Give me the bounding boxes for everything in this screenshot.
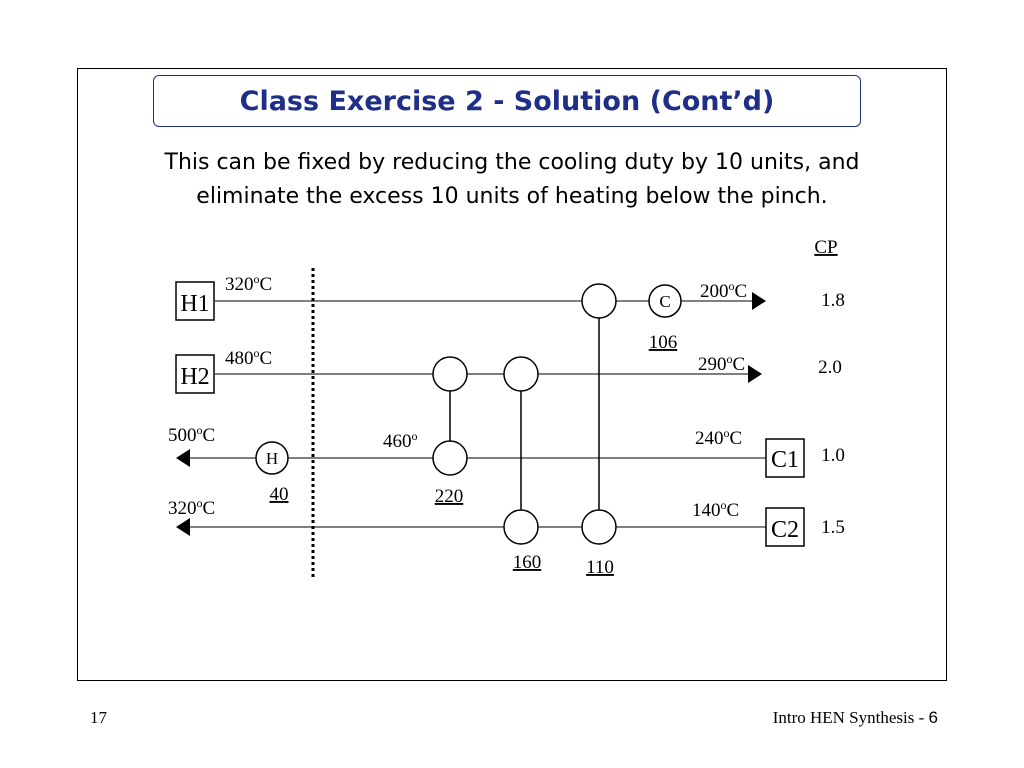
temp-c2-inlet: 140oC	[692, 498, 739, 521]
slide-number: 17	[90, 708, 107, 727]
cp-value-h2: 2.0	[818, 357, 842, 378]
slide-subtitle: This can be fixed by reducing the coolin…	[80, 146, 944, 214]
footer-course-label: Intro HEN Synthesis - 6	[773, 708, 938, 728]
exchanger-duty-110: 110	[586, 557, 614, 578]
exchanger-duty-220: 220	[435, 486, 464, 507]
exchanger-160-hot	[503, 356, 539, 392]
stream-label-c1: C1	[771, 447, 799, 473]
slide-title: Class Exercise 2 - Solution (Cont’d)	[239, 85, 775, 117]
cp-value-c2: 1.5	[821, 517, 845, 538]
cooler-circle	[648, 284, 682, 318]
subtitle-line-1: This can be fixed by reducing the coolin…	[164, 150, 860, 175]
arrow-c2	[176, 518, 190, 536]
stream-label-h1: H1	[180, 291, 209, 317]
stream-label-h2: H2	[180, 364, 209, 390]
temp-c2-outlet: 320oC	[168, 496, 215, 519]
temp-c1-outlet: 500oC	[168, 423, 215, 446]
exchanger-220-hot	[432, 356, 468, 392]
temp-c1-intermediate: 460o	[383, 429, 418, 452]
exchanger-160-cold	[503, 509, 539, 545]
stream-box-h2	[175, 354, 215, 394]
cp-header: CP	[814, 237, 837, 258]
exchanger-duty-160: 160	[513, 552, 542, 573]
temp-h2-outlet: 290oC	[698, 352, 745, 375]
cooler-duty-label: 106	[649, 332, 678, 353]
footer-page-number: 6	[928, 708, 938, 727]
subtitle-line-2: eliminate the excess 10 units of heating…	[196, 184, 828, 209]
heater-duty-label: 40	[270, 484, 289, 505]
exchanger-220-cold	[432, 440, 468, 476]
arrow-h2	[748, 365, 762, 383]
heater-circle	[255, 441, 289, 475]
cp-value-c1: 1.0	[821, 445, 845, 466]
footer-course-text: Intro HEN Synthesis -	[772, 708, 929, 727]
temp-h2-inlet: 480oC	[225, 346, 272, 369]
temp-h1-inlet: 320oC	[225, 272, 272, 295]
heater-symbol: H	[266, 449, 278, 468]
title-box: Class Exercise 2 - Solution (Cont’d)	[153, 75, 861, 127]
temp-c1-inlet: 240oC	[695, 426, 742, 449]
exchanger-110-hot	[581, 283, 617, 319]
arrow-h1	[752, 292, 766, 310]
exchanger-110-cold	[581, 509, 617, 545]
stream-box-c1	[765, 438, 805, 478]
cooler-symbol: C	[659, 292, 670, 311]
temp-h1-outlet: 200oC	[700, 279, 747, 302]
cp-value-h1: 1.8	[821, 290, 845, 311]
stream-label-c2: C2	[771, 517, 799, 543]
stream-box-h1	[175, 281, 215, 321]
slide-frame	[77, 68, 947, 681]
stream-box-c2	[765, 507, 805, 547]
arrow-c1	[176, 449, 190, 467]
